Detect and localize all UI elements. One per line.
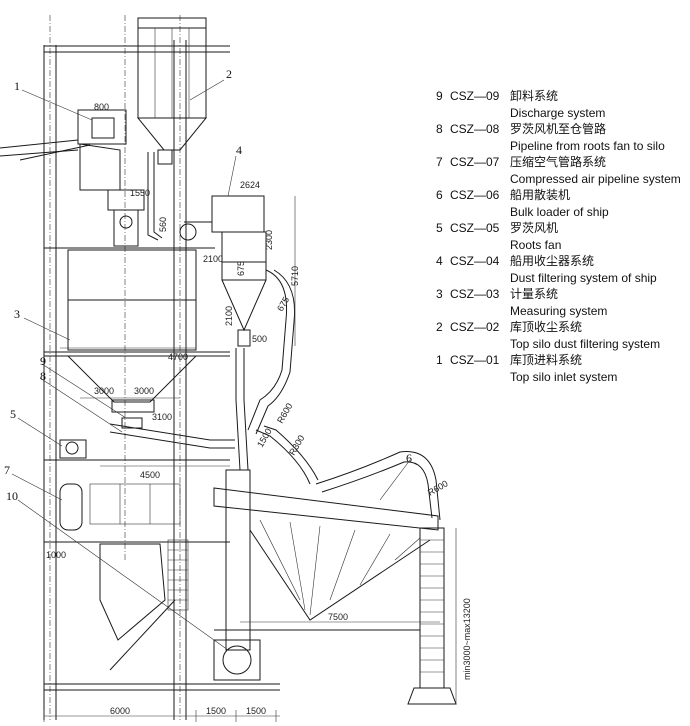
dim-4700: 4700 [168,352,188,362]
dim-4500: 4500 [140,470,160,480]
callout-4: 4 [236,143,242,157]
silo-body [66,249,198,413]
dim-2100: 2100 [203,254,223,264]
legend-cn: 卸料系统 [510,89,559,103]
roots-fan [59,439,87,459]
dim-675b: 675 [236,261,246,276]
dim-5710: 5710 [290,266,300,286]
legend-en: Top silo dust filtering system [510,337,661,351]
legend-item-7: 7 CSZ—07 压缩空气管路系统 Compressed air pipeline … [436,155,681,186]
legend-cn: 压缩空气管路系统 [510,155,607,169]
legend-item-3: 3 CSZ—03 计量系统 Measuring system [436,287,607,318]
pipelines [235,269,319,485]
dim-3000b: 3000 [134,386,154,396]
callout-2: 2 [226,67,232,81]
stairs [109,539,189,671]
legend-cn: 船用散装机 [510,188,571,202]
dim-800: 800 [94,102,109,112]
loader-column [213,469,261,681]
legend-num: 2 [436,320,443,334]
legend-code: CSZ—09 [450,89,500,103]
top-dust-collector [136,17,208,165]
legend-en: Roots fan [510,238,562,252]
legend-en: Top silo inlet system [510,370,618,384]
legend-en: Pipeline from roots fan to silo [510,139,665,153]
legend-cn: 船用收尘器系统 [510,254,595,268]
callout-6: 6 [406,451,412,465]
legend-item-2: 2 CSZ—02 库顶收尘系统 Top silo dust filtering sy… [436,320,660,351]
dim-1000: 1000 [46,550,66,560]
legend-en: Dust filtering system of ship [510,271,657,285]
legend-en: Discharge system [510,106,606,120]
dim-2300: 2300 [264,230,274,250]
legend-code: CSZ—08 [450,122,500,136]
legend-num: 3 [436,287,443,301]
legend-item-9: 9 CSZ—09 卸料系统 Discharge system [436,89,605,120]
dim-560: 560 [158,217,168,232]
legend-item-8: 8 CSZ—08 罗茨风机至仓管路 Pipeline from roots fan … [436,122,665,153]
legend-en: Bulk loader of ship [510,205,609,219]
silo-structure [43,15,280,720]
legend-num: 8 [436,122,443,136]
legend-num: 9 [436,89,443,103]
discharge-system [100,417,235,461]
legend-item-6: 6 CSZ—06 船用散装机 Bulk loader of ship [436,188,609,219]
legend-num: 1 [436,353,443,367]
dim-r600a: R600 [275,401,294,425]
dim-2100v: 2100 [224,306,234,326]
legend-cn: 库顶收尘系统 [510,320,583,334]
legend-cn: 库顶进料系统 [510,353,583,367]
legend-code: CSZ—02 [450,320,500,334]
callout-3: 3 [14,307,20,321]
legend-code: CSZ—05 [450,221,500,235]
dim-r300: R300 [287,433,306,457]
lower-room [89,483,181,641]
legend-num: 4 [436,254,443,268]
dim-1550: 1550 [130,188,150,198]
callout-8: 8 [40,369,46,383]
dim-500: 500 [252,334,267,344]
dim-3000a: 3000 [94,386,114,396]
dimension-lines [43,196,457,722]
dim-3100: 3100 [152,412,172,422]
callout-1: 1 [14,79,20,93]
legend-num: 6 [436,188,443,202]
legend-code: CSZ—04 [450,254,500,268]
dim-1500a: 1500 [206,706,226,716]
legend-num: 7 [436,155,443,169]
legend-en: Compressed air pipeline system [510,172,681,186]
dim-2624: 2624 [240,180,260,190]
legend-item-1: 1 CSZ—01 库顶进料系统 Top silo inlet system [436,353,617,384]
callout-leaders [11,79,411,651]
dim-6000: 6000 [110,706,130,716]
dim-675: 675 [275,295,291,313]
ship-dust-collector [179,195,267,347]
legend-item-4: 4 CSZ—04 船用收尘器系统 Dust filtering system of … [436,254,657,285]
legend-en: Measuring system [510,304,608,318]
dim-range: min3000~max13200 [462,598,472,680]
legend-code: CSZ—07 [450,155,500,169]
dim-1500b: 1500 [246,706,266,716]
legend-code: CSZ—06 [450,188,500,202]
legend-code: CSZ—03 [450,287,500,301]
legend-cn: 罗茨风机 [510,221,559,235]
callout-9: 9 [40,354,46,368]
legend-cn: 罗茨风机至仓管路 [510,122,607,136]
legend-code: CSZ—01 [450,353,500,367]
top-inlet-system [0,109,163,247]
callout-10: 10 [6,489,18,503]
legend-num: 5 [436,221,443,235]
legend-item-5: 5 CSZ—05 罗茨风机 Roots fan [436,221,561,252]
dim-7500: 7500 [328,612,348,622]
legend-cn: 计量系统 [510,287,559,301]
callout-7: 7 [4,463,10,477]
callout-5: 5 [10,407,16,421]
air-tank [59,483,83,531]
ship-bulk-loader [213,451,457,705]
